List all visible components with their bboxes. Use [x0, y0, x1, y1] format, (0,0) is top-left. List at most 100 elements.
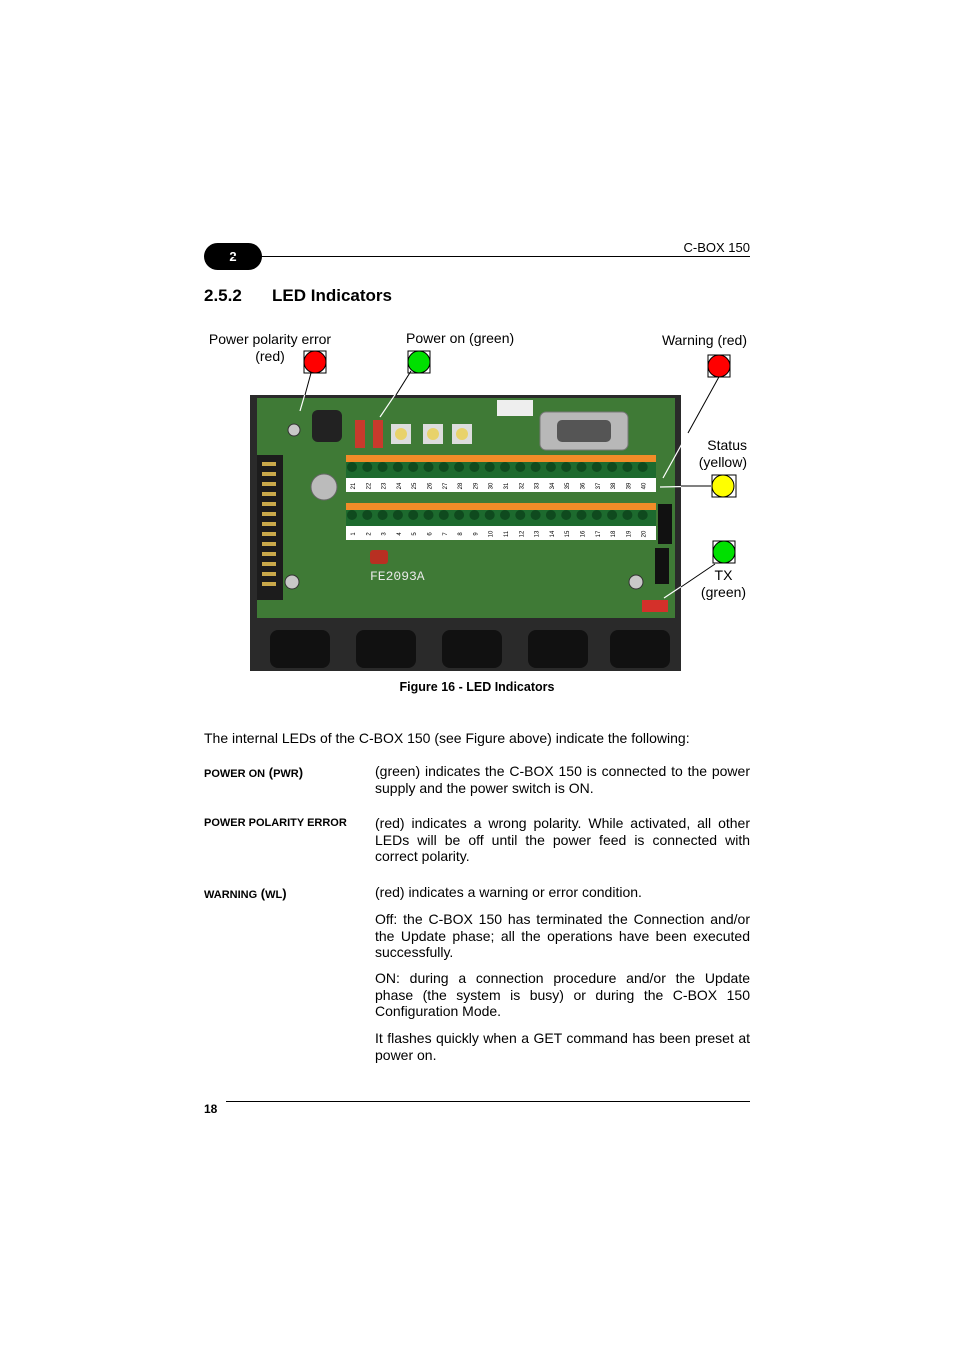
terminal-screw: [500, 462, 510, 472]
terminal-number: 24: [397, 482, 403, 489]
footer-rule: [226, 1101, 750, 1102]
terminal-screw: [438, 462, 449, 472]
terminal-number: 28: [458, 482, 464, 489]
terminal-screw: [423, 510, 434, 520]
desc-power-polarity-error: (red) indicates a wrong polarity. While …: [375, 815, 750, 865]
figure-caption: Figure 16 - LED Indicators: [399, 680, 555, 694]
tx-led-marker: [712, 540, 736, 564]
terminal-number: 37: [596, 482, 602, 489]
board-marking: FE2093A: [370, 569, 425, 584]
terminal-number: 9: [473, 532, 479, 536]
terminal-screw: [392, 462, 403, 472]
terminal-screw: [561, 510, 572, 520]
terminal-screw: [637, 462, 648, 472]
terminal-number: 29: [473, 482, 479, 489]
terminal-number: 27: [443, 482, 449, 489]
terminal-number: 25: [412, 482, 418, 489]
terminal-number: 32: [519, 482, 525, 489]
callout-line: (red): [255, 348, 285, 364]
terminal-number: 31: [504, 482, 510, 489]
cable-glands: [270, 630, 670, 668]
capacitor: [310, 473, 338, 501]
term-text: (: [257, 886, 266, 901]
terminal-screw: [607, 462, 618, 472]
desc-warning-2: Off: the C-BOX 150 has terminated the Co…: [375, 911, 750, 961]
callout-lines-outside: [304, 370, 721, 588]
term-text: WARNING: [204, 889, 258, 901]
terminal-number: 4: [397, 532, 403, 536]
terminal-screw: [545, 510, 556, 520]
callout-warning: Warning (red): [661, 332, 747, 348]
left-connector: [257, 455, 283, 600]
terminal-number: 22: [366, 482, 372, 489]
section-number: 2.5.2: [204, 286, 242, 305]
inductor: [312, 410, 342, 442]
terminal-screw: [454, 510, 465, 520]
red-switch-1: [355, 420, 365, 448]
terminal-number: 1: [351, 532, 357, 536]
red-jumper: [642, 600, 668, 612]
terminal-screw: [408, 510, 419, 520]
section-heading: 2.5.2 LED Indicators: [204, 286, 392, 306]
screw-3: [287, 423, 301, 437]
section-title: LED Indicators: [272, 286, 392, 305]
callout-tx: TX (green): [690, 567, 757, 601]
desc-power-on: (green) indicates the C-BOX 150 is conne…: [375, 763, 750, 796]
callout-line: (green): [700, 584, 747, 600]
terminal-number: 20: [642, 530, 648, 537]
terminal-labels-bottom: [346, 526, 656, 540]
callout-power-on: Power on (green): [406, 330, 515, 346]
terminal-number: 23: [382, 482, 388, 489]
terminal-screw: [530, 510, 541, 520]
right-connector: [658, 504, 672, 544]
terminal-number: 26: [428, 482, 434, 489]
status-led-marker: [711, 474, 737, 498]
terminal-number: 40: [642, 482, 648, 489]
desc-warning-4: It flashes quickly when a GET command ha…: [375, 1030, 750, 1063]
callout-status: Status (yellow): [680, 437, 747, 471]
terminal-labels-top: [346, 478, 656, 492]
term-text: POWER ON: [204, 768, 266, 780]
terminal-screw: [469, 462, 480, 472]
callout-power-polarity-error: Power polarity error (red): [200, 331, 340, 365]
term-power-on: POWER ON (PWR): [204, 765, 303, 780]
header-title: C-BOX 150: [683, 240, 750, 255]
callout-line: TX: [714, 567, 733, 583]
terminal-screw: [591, 510, 602, 520]
ribbon-connector: [497, 400, 533, 416]
terminal-screw: [423, 462, 434, 472]
terminal-screw: [377, 510, 388, 520]
terminal-screw: [591, 462, 602, 472]
terminal-screw: [362, 462, 373, 472]
terminal-screw: [622, 510, 633, 520]
intro-paragraph: The internal LEDs of the C-BOX 150 (see …: [204, 730, 690, 746]
terminal-number: 21: [351, 482, 357, 489]
terminal-screw: [561, 462, 572, 472]
terminal-number: 16: [581, 530, 587, 537]
term-text: WL: [265, 889, 283, 901]
terminal-screw: [362, 510, 373, 520]
terminal-screw: [637, 510, 648, 520]
power-polarity-led-marker: [303, 350, 327, 374]
red-component: [370, 550, 388, 564]
terminal-screw: [347, 510, 357, 520]
terminal-screw: [530, 462, 541, 472]
terminal-screw: [607, 510, 618, 520]
callout-line: Power polarity error: [208, 331, 332, 347]
terminal-screw: [545, 462, 556, 472]
terminal-number: 17: [596, 530, 602, 537]
terminal-number: 35: [565, 482, 571, 489]
power-on-led-marker: [407, 350, 431, 374]
terminal-screw: [515, 462, 526, 472]
terminal-number: 3: [382, 532, 388, 536]
terminal-number: 8: [458, 532, 464, 536]
screw-2: [628, 574, 644, 590]
terminal-screw: [500, 510, 510, 520]
warning-led-marker: [707, 354, 731, 378]
term-warning: WARNING (WL): [204, 886, 287, 901]
terminal-screw: [454, 462, 465, 472]
terminal-screw: [469, 510, 480, 520]
terminal-screw: [408, 462, 419, 472]
terminal-number: 6: [428, 532, 434, 536]
